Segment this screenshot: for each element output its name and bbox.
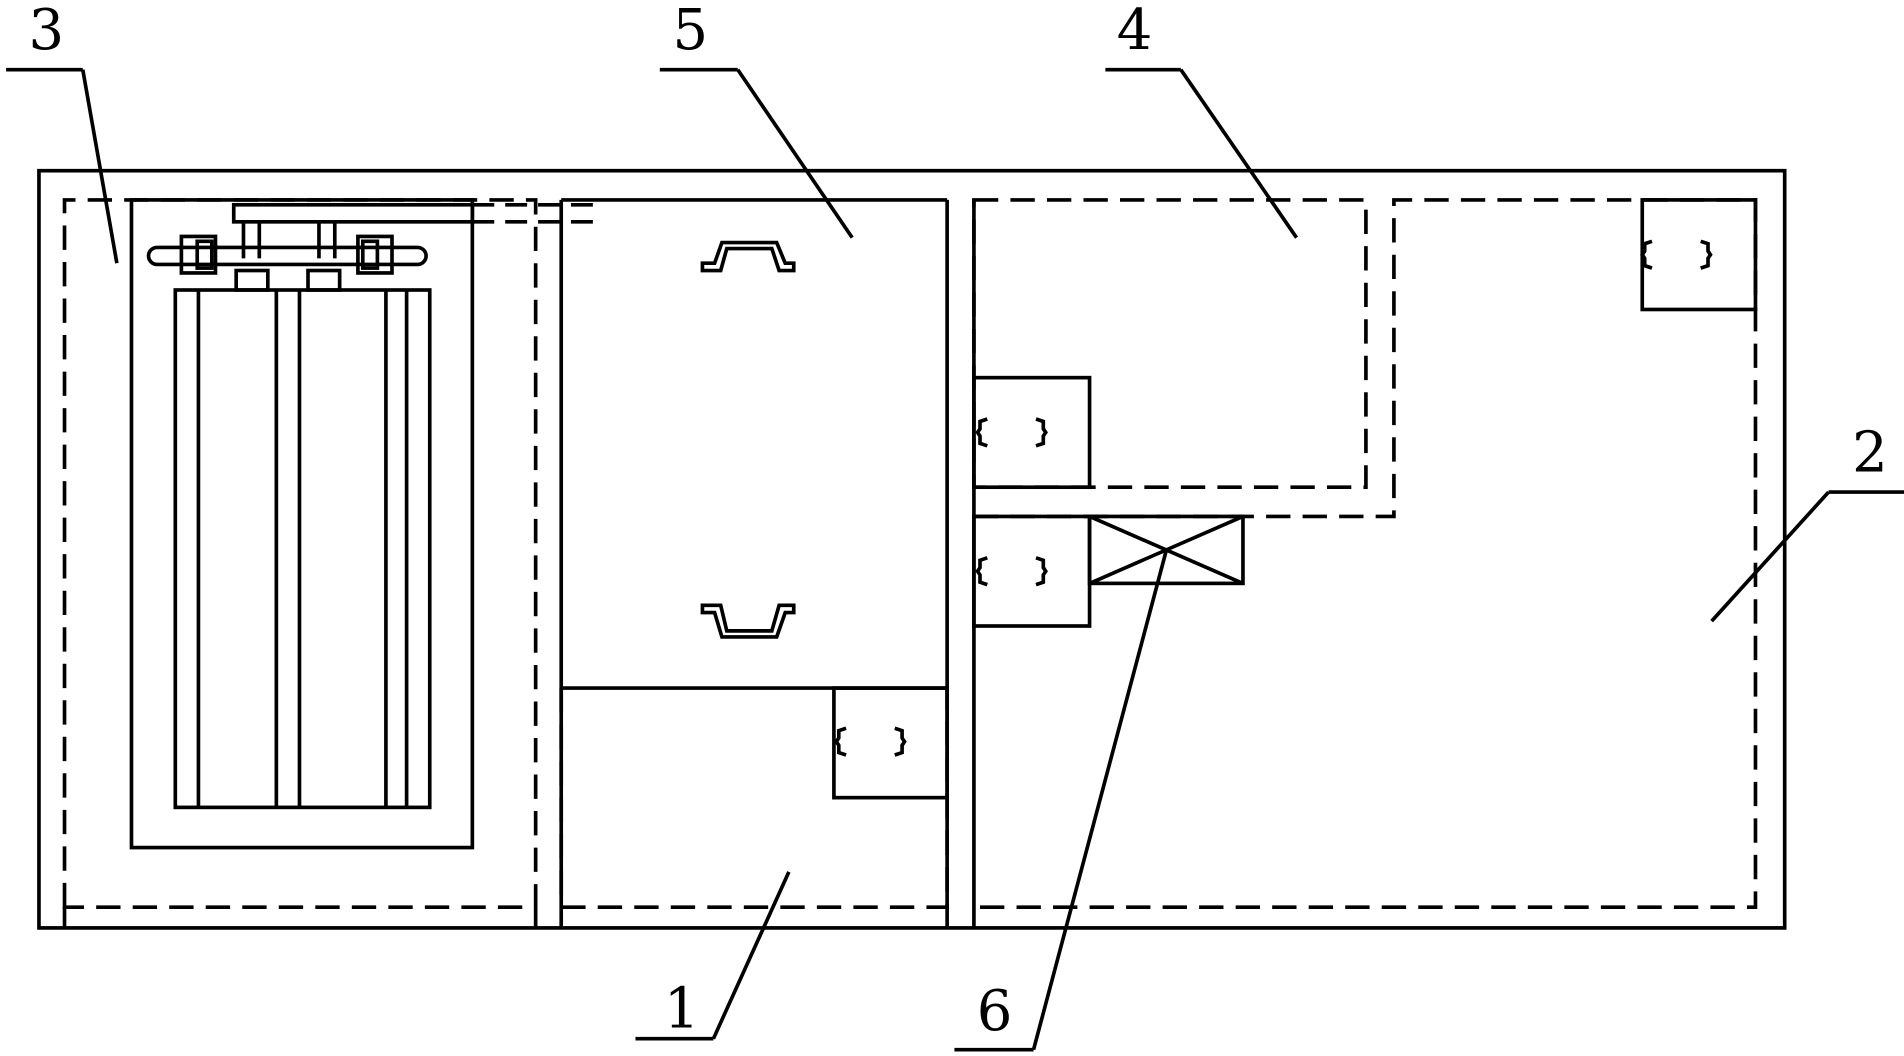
box-in-compartment-1 (832, 686, 949, 800)
callout-2: 2 (1852, 420, 1888, 485)
callout-4: 4 (1117, 0, 1153, 63)
callout-3: 3 (28, 0, 64, 63)
handle-bottom (700, 603, 796, 639)
component-6-crossed-box (1087, 514, 1245, 586)
bracket-icon (1640, 239, 1713, 270)
handle-top (700, 240, 796, 273)
outer-housing-frame (37, 168, 1787, 930)
box-compartment-4 (972, 375, 1092, 490)
zone-1-outline (559, 688, 949, 910)
bracket-icon (834, 726, 907, 757)
equipment-frame (129, 198, 475, 850)
callout-6: 6 (977, 979, 1013, 1044)
bracket-icon (975, 556, 1048, 587)
zone-2-outline (973, 198, 1758, 910)
leader-lines (6, 67, 1904, 1052)
zone-3-outline (62, 198, 538, 910)
callout-1: 1 (664, 977, 700, 1042)
box-lower-middle (972, 514, 1092, 628)
pipe-manifold (146, 202, 595, 292)
battery-pack (173, 288, 432, 810)
bracket-icon (975, 417, 1048, 448)
box-compartment-2-corner (1640, 198, 1758, 312)
zone-4-outline (972, 198, 1368, 490)
callout-5: 5 (672, 0, 708, 63)
